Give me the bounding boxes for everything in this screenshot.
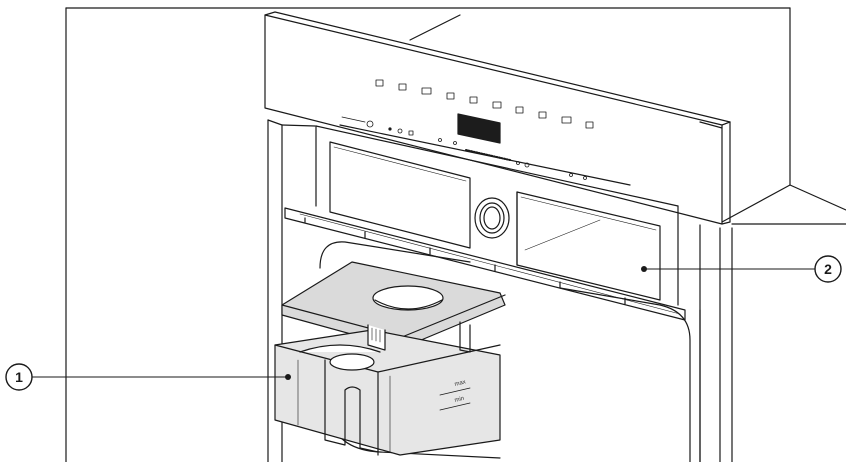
water-tank bbox=[274, 261, 506, 456]
display-screen bbox=[457, 113, 501, 144]
control-icon bbox=[375, 79, 384, 87]
small-indicator-icon bbox=[397, 128, 403, 134]
control-icon bbox=[538, 111, 547, 119]
slider-scale bbox=[465, 149, 511, 161]
control-icons bbox=[366, 79, 594, 180]
tank-min-marking: min bbox=[454, 396, 465, 404]
control-icon bbox=[561, 116, 572, 124]
control-panel bbox=[264, 11, 731, 225]
control-icon bbox=[585, 121, 594, 129]
control-icon bbox=[421, 87, 432, 95]
small-indicator-icon bbox=[524, 162, 530, 168]
callout-dot-1 bbox=[285, 374, 291, 380]
water-tank-compartment bbox=[516, 191, 661, 301]
control-icon bbox=[515, 106, 524, 114]
tank-max-marking: max bbox=[454, 379, 466, 388]
callout-1-number: 1 bbox=[15, 369, 23, 385]
small-indicator-icon bbox=[569, 173, 573, 177]
control-icon bbox=[469, 96, 478, 104]
small-indicator-icon bbox=[453, 141, 457, 145]
kitchen-cabinet bbox=[65, 7, 846, 462]
small-indicator-icon bbox=[388, 127, 392, 131]
small-indicator-icon bbox=[408, 130, 414, 136]
callout-2: 2 bbox=[814, 255, 842, 283]
small-indicator-icon bbox=[438, 138, 442, 142]
control-icon bbox=[492, 101, 502, 109]
left-compartment bbox=[329, 141, 471, 249]
inner-frame bbox=[281, 124, 679, 306]
small-indicator-icon bbox=[516, 161, 520, 165]
small-indicator-icon bbox=[583, 176, 587, 180]
callout-2-number: 2 bbox=[824, 261, 832, 277]
power-icon bbox=[366, 120, 374, 128]
control-divider bbox=[341, 116, 366, 123]
rotary-knob bbox=[474, 197, 510, 239]
callout-1: 1 bbox=[5, 363, 33, 391]
control-icon bbox=[446, 92, 455, 100]
callout-dot-2 bbox=[641, 266, 647, 272]
control-icon bbox=[398, 83, 407, 91]
